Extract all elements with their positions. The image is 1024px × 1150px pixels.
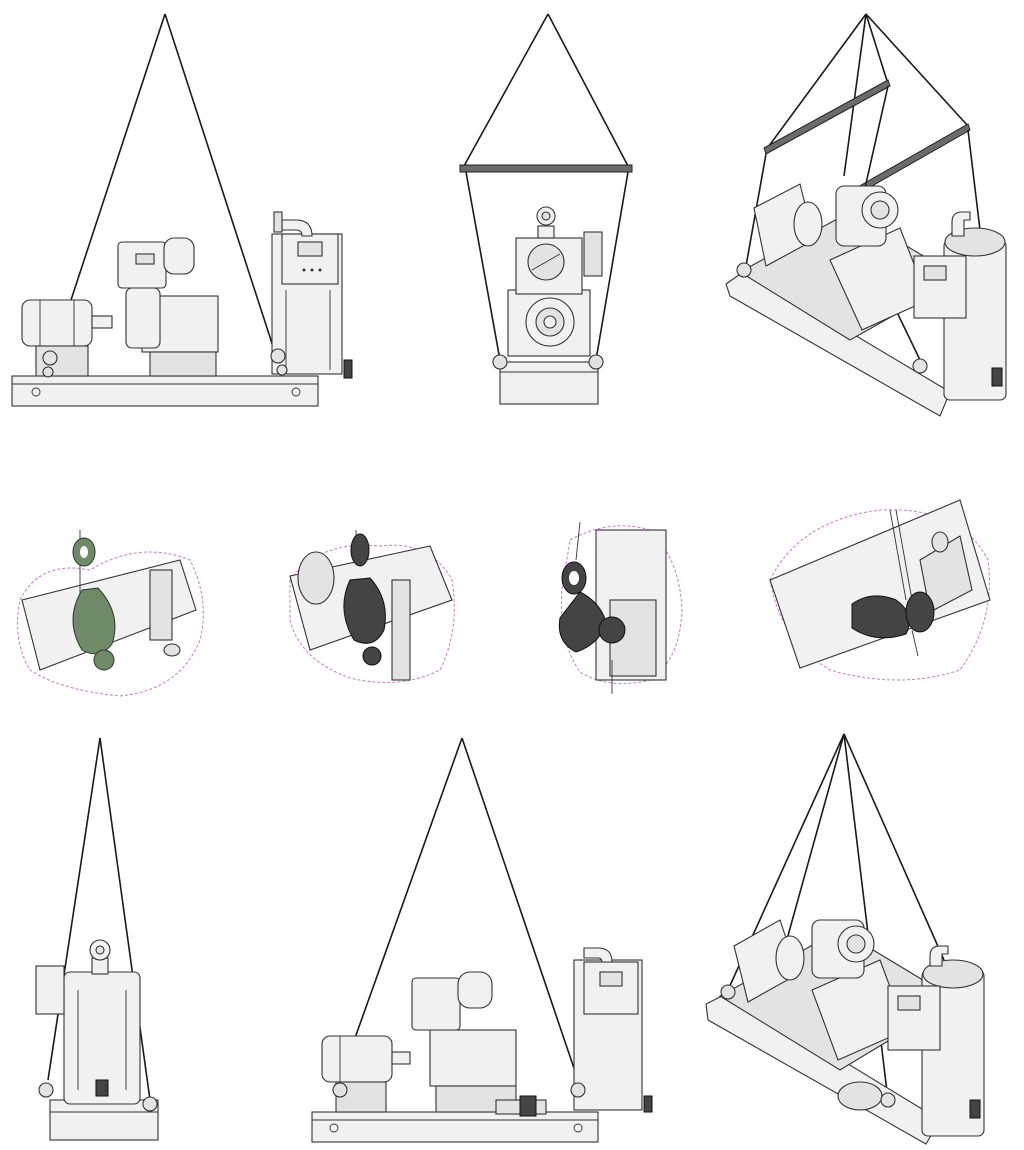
motor: [321, 1035, 393, 1083]
detail-shackle-bracket: [558, 521, 683, 694]
shackle-right: [570, 1082, 586, 1098]
sling-lower-left: [465, 171, 501, 361]
end-view-spreader-bar-lift: [459, 13, 633, 405]
pipe-elbow: [281, 219, 313, 237]
motor-shaft: [91, 315, 113, 329]
base-skid: [49, 1099, 159, 1141]
sling-upper-right: [547, 13, 629, 167]
pipe-elbow: [583, 947, 613, 963]
base-skid: [11, 375, 319, 407]
detail-eyebolt-lug: [769, 499, 991, 681]
shackle-left: [332, 1082, 348, 1098]
detail-shackle-green: [17, 530, 204, 697]
detail-shackle-dark: [289, 530, 455, 683]
spreader-bar: [459, 164, 633, 173]
shackle-left: [720, 984, 736, 1000]
sling-right: [461, 737, 579, 1081]
sling-right: [99, 737, 151, 1101]
pump-housing: [429, 1029, 517, 1087]
shackle-right: [880, 1092, 896, 1108]
sling-lower-right: [595, 171, 629, 361]
shackle-left: [42, 350, 58, 378]
isometric-view-four-point-lift: [705, 733, 985, 1145]
side-view-two-point-lift-alt: [311, 737, 653, 1143]
sling-right: [164, 13, 281, 369]
shackle-dark: [558, 591, 607, 653]
pipe-elbow: [929, 945, 949, 967]
end-view-two-point-lift: [35, 737, 159, 1141]
control-box: [35, 965, 65, 1015]
side-view-two-point-lift: [11, 13, 353, 407]
control-box: [583, 231, 603, 277]
control-box: [583, 961, 639, 1015]
shackle-right: [912, 358, 928, 374]
control-box: [913, 255, 967, 319]
shackle-right: [588, 354, 604, 370]
shackle-left: [736, 262, 752, 278]
isometric-view-spreader-bar-lift: [725, 13, 1007, 417]
pipe-elbow: [951, 211, 971, 237]
lifting-eye-dark: [350, 533, 370, 567]
shackle-dark: [343, 577, 386, 644]
motor: [21, 299, 93, 347]
shackle-left: [492, 354, 508, 370]
shackle-right: [142, 1096, 158, 1112]
sling-left: [339, 737, 463, 1081]
base-skid: [499, 361, 599, 405]
gearbox: [117, 241, 167, 289]
shackle-left: [38, 1082, 54, 1098]
sling-upper-left: [463, 13, 549, 167]
gearbox: [411, 977, 461, 1031]
spreader-bar-rear: [763, 79, 891, 155]
base-skid: [311, 1111, 599, 1143]
shackle-right: [270, 348, 288, 376]
sling-left: [47, 737, 101, 1081]
